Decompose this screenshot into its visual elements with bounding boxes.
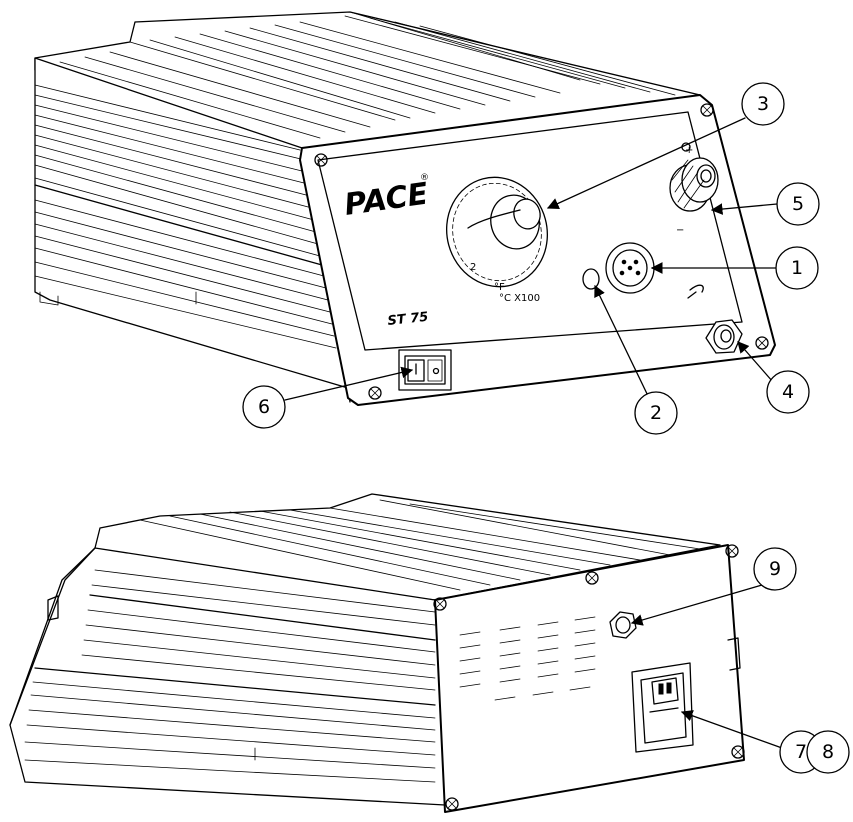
- svg-text:−: −: [676, 225, 684, 236]
- callout-2: [634, 391, 678, 435]
- dial-digit: 2: [470, 262, 476, 273]
- rear-unit-top-fins: [139, 499, 701, 591]
- front-unit-top-fins: [59, 11, 676, 139]
- callouts: 3 5 1 2 4 6 9 7 8: [242, 82, 850, 774]
- rear-side-clip: [727, 637, 741, 671]
- callout-1: [775, 246, 819, 290]
- temperature-dial[interactable]: 2 °F °C X100: [434, 166, 559, 304]
- callout-5: [776, 182, 820, 226]
- svg-text:+: +: [685, 145, 693, 156]
- svg-text:8: 8: [822, 741, 834, 763]
- fuse-holder[interactable]: [609, 611, 637, 639]
- callout-6: [242, 385, 286, 429]
- rear-unit-side-fins: [9, 547, 436, 783]
- callout-4: [766, 370, 810, 414]
- rear-unit-drawing: [9, 493, 745, 813]
- brand-registered-mark: ®: [420, 173, 429, 183]
- svg-text:2: 2: [650, 402, 662, 424]
- power-indicator-lamp: [582, 268, 600, 290]
- callout-3: [741, 82, 785, 126]
- callout-8: [806, 730, 850, 774]
- bezel-screws: [314, 103, 769, 400]
- handpiece-symbol-icon: [687, 284, 704, 299]
- model-label: ST 75: [387, 310, 429, 329]
- svg-text:9: 9: [769, 558, 781, 580]
- front-unit-drawing: PACE ® ST 75 2 °F °C X100: [34, 11, 776, 406]
- power-entry-module[interactable]: [631, 662, 694, 753]
- dial-scale-c: °C X100: [499, 293, 540, 304]
- callout-9: [753, 547, 797, 591]
- rear-vents: [459, 616, 596, 701]
- power-switch[interactable]: [398, 349, 452, 391]
- svg-text:6: 6: [258, 396, 270, 418]
- ground-jack[interactable]: [705, 319, 743, 354]
- svg-text:5: 5: [792, 193, 804, 215]
- svg-text:4: 4: [782, 381, 794, 403]
- front-unit-side-fins: [34, 84, 337, 349]
- svg-text:1: 1: [791, 257, 803, 279]
- calibration-knob[interactable]: + −: [669, 142, 719, 236]
- dial-scale-f: °F: [494, 282, 505, 293]
- rear-panel-screws: [433, 544, 745, 811]
- svg-text:3: 3: [757, 93, 769, 115]
- handpiece-receptacle[interactable]: [605, 242, 655, 294]
- svg-text:7: 7: [795, 741, 807, 763]
